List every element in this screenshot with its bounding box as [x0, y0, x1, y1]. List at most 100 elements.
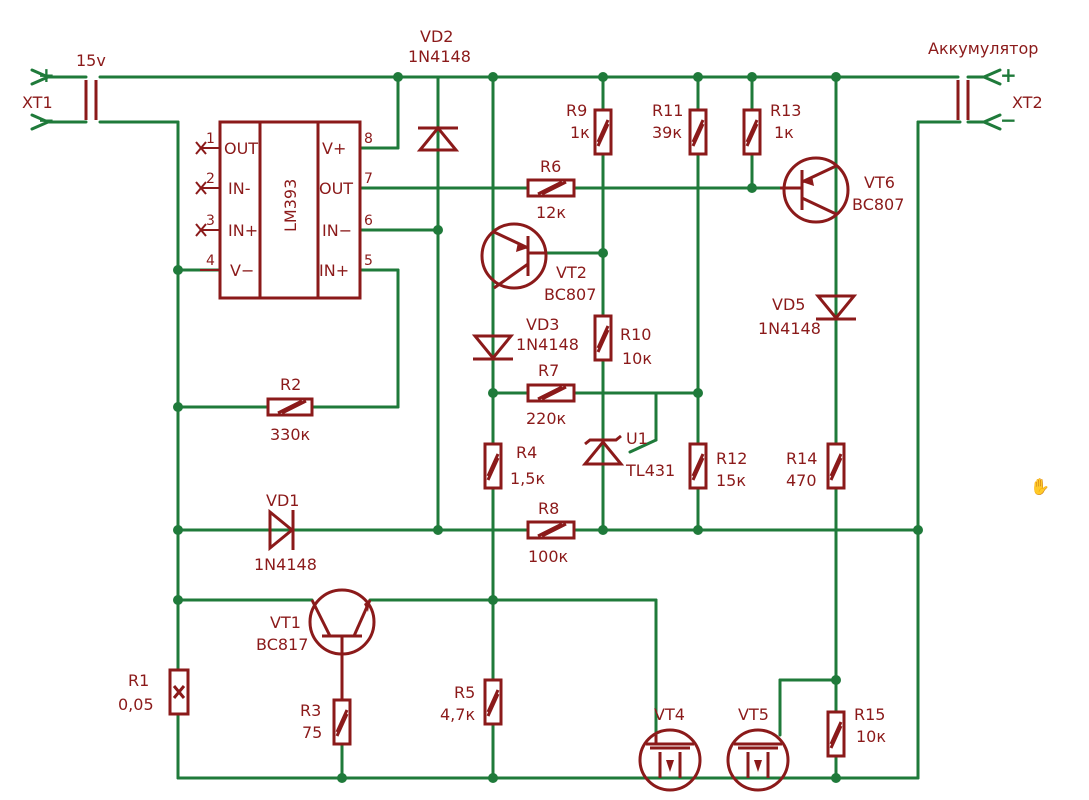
- resistor-r3: R3 75: [300, 698, 352, 746]
- r4-value: 1,5к: [510, 469, 545, 488]
- xt1-connector: + − XT1 15v: [22, 51, 106, 132]
- r2-value: 330к: [270, 425, 311, 444]
- transistor-vt5: VT5: [726, 705, 790, 792]
- ic-pin-7-label: OUT: [319, 179, 353, 198]
- ic-pin-1-num: 1: [206, 131, 215, 147]
- vt6-value: BC807: [852, 195, 904, 214]
- resistor-r1: R1 0,05: [118, 668, 190, 716]
- r6-value: 12к: [536, 203, 566, 222]
- ic-pin-7-num: 7: [364, 171, 373, 187]
- r15-value: 10к: [856, 727, 886, 746]
- vd3-value: 1N4148: [516, 335, 579, 354]
- xt2-value: Аккумулятор: [928, 39, 1038, 58]
- resistor-r12: R12 15к: [688, 442, 747, 490]
- xt1-value: 15v: [76, 51, 106, 70]
- regulator-u1: U1 TL431: [581, 429, 675, 480]
- junction-dots: [173, 72, 923, 783]
- vd3-ref: VD3: [526, 315, 559, 334]
- svg-text:✋: ✋: [1030, 477, 1050, 496]
- r9-ref: R9: [566, 101, 587, 120]
- u1-value: TL431: [625, 461, 675, 480]
- no-connect-marks: [195, 141, 207, 237]
- r10-value: 10к: [622, 349, 652, 368]
- xt1-ref: XT1: [22, 93, 53, 112]
- r7-ref: R7: [538, 361, 559, 380]
- transistor-vt1: VT1 BC817: [256, 588, 376, 700]
- r5-ref: R5: [454, 683, 475, 702]
- ic-name: LM393: [281, 179, 300, 232]
- r1-ref: R1: [128, 671, 149, 690]
- vd1-value: 1N4148: [254, 555, 317, 574]
- resistor-r14: R14 470: [786, 442, 846, 490]
- ic-pin-4-num: 4: [206, 253, 215, 269]
- ic-pin-1-label: OUT: [224, 139, 258, 158]
- resistor-r8: R8 100к: [526, 499, 576, 566]
- ic-pin-8-label: V+: [322, 139, 346, 158]
- xt1-minus: −: [38, 108, 55, 132]
- r1-value: 0,05: [118, 695, 154, 714]
- xt2-minus: −: [1000, 108, 1017, 132]
- vt1-value: BC817: [256, 635, 308, 654]
- ic-pin-2-label: IN-: [228, 179, 250, 198]
- transistor-vt2: VT2 BC807: [480, 222, 596, 304]
- resistor-r15: R15 10к: [826, 705, 886, 758]
- resistor-r9: R9 1к: [566, 101, 613, 156]
- r10-ref: R10: [620, 325, 651, 344]
- resistor-r10: R10 10к: [593, 314, 652, 368]
- transistor-vt6: VT6 BC807: [780, 156, 904, 224]
- vt1-ref: VT1: [270, 613, 301, 632]
- vd2-ref: VD2: [420, 27, 453, 46]
- r4-ref: R4: [516, 443, 537, 462]
- r11-value: 39к: [652, 123, 682, 142]
- resistor-r11: R11 39к: [652, 101, 708, 156]
- vt5-ref: VT5: [738, 705, 769, 724]
- r7-value: 220к: [526, 409, 567, 428]
- r3-ref: R3: [300, 701, 321, 720]
- diode-vd5: VD5 1N4148: [758, 294, 858, 338]
- ic-lm393: LM393 1 OUT 2 IN- 3 IN+ 4 V− 8 V+ 7 OUT …: [195, 120, 373, 300]
- r2-ref: R2: [280, 375, 301, 394]
- r5-value: 4,7к: [440, 705, 475, 724]
- ic-pin-5-label: IN+: [319, 261, 349, 280]
- resistor-r6: R6 12к: [526, 157, 576, 222]
- resistor-r2: R2 330к: [266, 375, 314, 444]
- ic-pin-5-num: 5: [364, 253, 373, 269]
- ic-pin-4-label: V−: [230, 261, 254, 280]
- diode-vd1: VD1 1N4148: [254, 491, 317, 574]
- vd5-ref: VD5: [772, 295, 805, 314]
- r14-value: 470: [786, 471, 817, 490]
- resistor-r4: R4 1,5к: [483, 442, 545, 490]
- hand-cursor-icon: ✋: [1030, 477, 1050, 496]
- ic-pin-6-label: IN−: [322, 221, 352, 240]
- r12-ref: R12: [716, 449, 747, 468]
- vd2-value: 1N4148: [408, 47, 471, 66]
- diode-vd2: VD2 1N4148: [408, 27, 471, 152]
- xt1-plus: +: [38, 63, 55, 87]
- u1-ref: U1: [626, 429, 648, 448]
- r15-ref: R15: [854, 705, 885, 724]
- vd1-ref: VD1: [266, 491, 299, 510]
- r12-value: 15к: [716, 471, 746, 490]
- ic-pin-3-num: 3: [206, 213, 215, 229]
- ic-pin-6-num: 6: [364, 213, 373, 229]
- transistor-vt4: VT4: [638, 705, 702, 792]
- resistor-r13: R13 1к: [742, 101, 801, 156]
- vt4-ref: VT4: [654, 705, 685, 724]
- vd5-value: 1N4148: [758, 319, 821, 338]
- diode-vd3: VD3 1N4148: [471, 315, 579, 361]
- vt2-value: BC807: [544, 285, 596, 304]
- r13-ref: R13: [770, 101, 801, 120]
- xt2-plus: +: [1000, 63, 1017, 87]
- xt2-connector: + − XT2 Аккумулятор: [928, 39, 1043, 132]
- r6-ref: R6: [540, 157, 561, 176]
- vt6-ref: VT6: [864, 173, 895, 192]
- ic-pin-3-label: IN+: [228, 221, 258, 240]
- r8-ref: R8: [538, 499, 559, 518]
- r9-value: 1к: [570, 123, 590, 142]
- r13-value: 1к: [774, 123, 794, 142]
- vt2-ref: VT2: [556, 263, 587, 282]
- r8-value: 100к: [528, 547, 569, 566]
- ic-pin-8-num: 8: [364, 131, 373, 147]
- r3-value: 75: [302, 723, 322, 742]
